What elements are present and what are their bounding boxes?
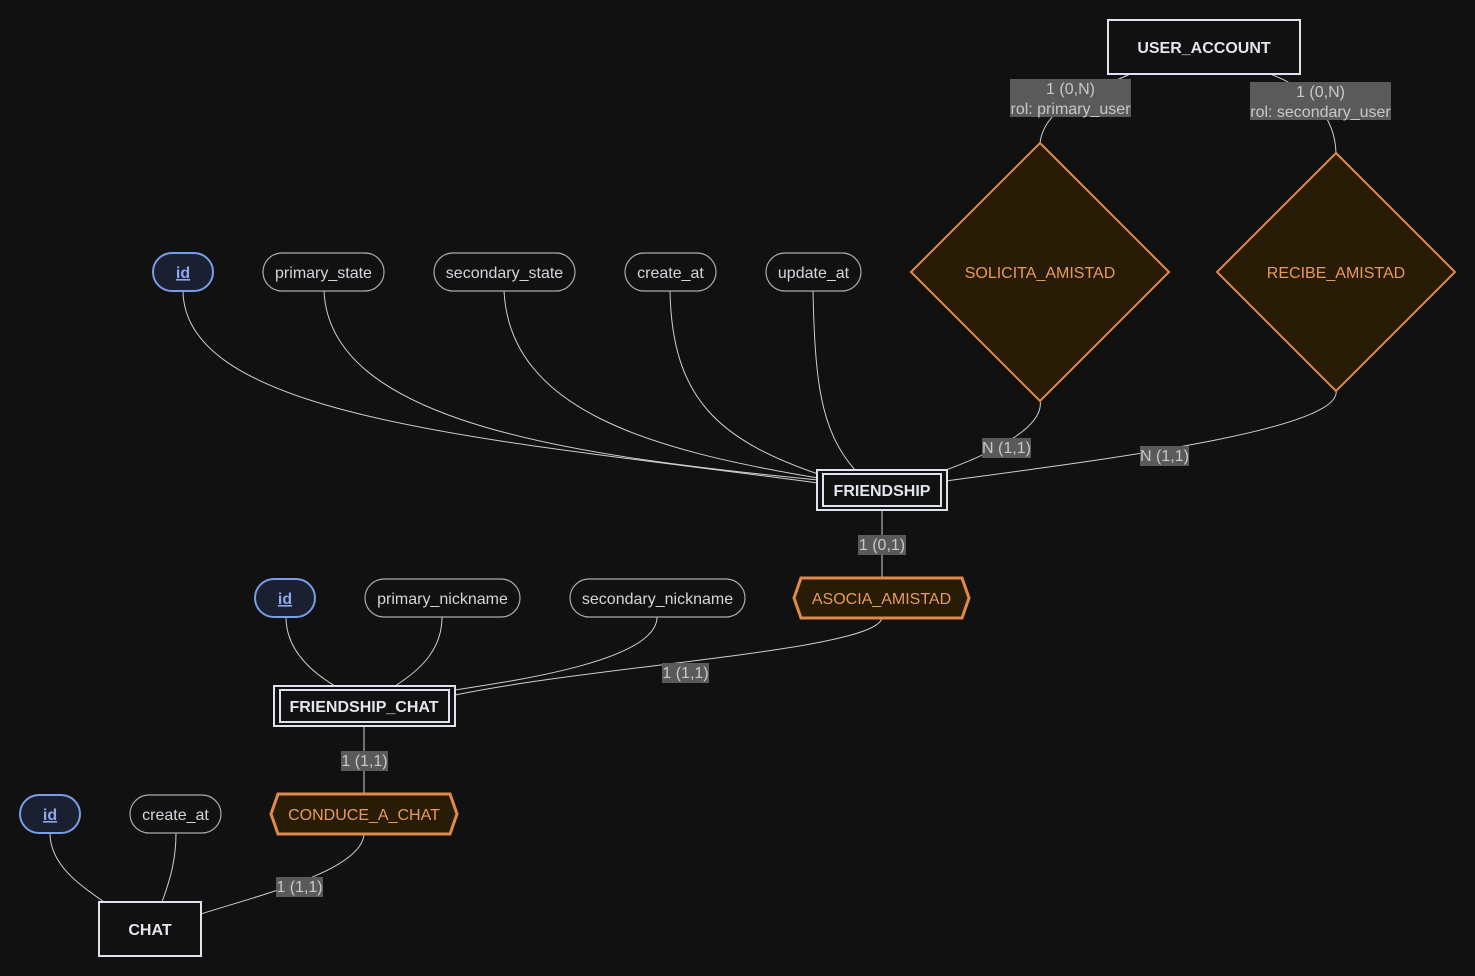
attr-friendship-secondary-state[interactable]: secondary_state <box>433 252 576 292</box>
edge-asocia-fchat <box>454 616 883 696</box>
edge-friendship-secondary-state <box>503 290 819 479</box>
edge-recibe-friendship <box>945 389 1337 482</box>
attr-chat-create-at[interactable]: create_at <box>129 794 222 834</box>
rel-asocia-amistad[interactable]: ASOCIA_AMISTAD <box>792 576 971 620</box>
attr-friendship-secondary-state-label: secondary_state <box>446 265 564 282</box>
edge-fchat-id <box>285 616 336 687</box>
edge-label-asocia-fchat: 1 (1,1) <box>662 663 709 683</box>
edge-label-conduce-chat: 1 (1,1) <box>276 877 323 897</box>
edge-friendship-id <box>182 290 819 484</box>
rel-conduce-a-chat[interactable]: CONDUCE_A_CHAT <box>269 792 459 836</box>
edge-label-user-recibe-role: rol: secondary_user <box>1250 104 1391 121</box>
edge-label-solicita-friendship-text: N (1,1) <box>982 440 1031 457</box>
edge-label-conduce-chat-text: 1 (1,1) <box>276 879 322 896</box>
edge-solicita-friendship <box>945 399 1041 471</box>
attr-friendship-chat-secondary-nickname-label: secondary_nickname <box>582 591 733 608</box>
attr-friendship-chat-id[interactable]: id <box>254 578 316 618</box>
attr-friendship-chat-primary-nickname[interactable]: primary_nickname <box>364 578 521 618</box>
edge-label-friendship-asocia-text: 1 (0,1) <box>859 537 905 554</box>
edge-label-fchat-conduce-text: 1 (1,1) <box>341 753 387 770</box>
edge-label-user-solicita-role: rol: primary_user <box>1010 101 1131 118</box>
attr-friendship-primary-state[interactable]: primary_state <box>262 252 385 292</box>
edge-label-user-solicita: 1 (0,N) rol: primary_user <box>1010 79 1131 118</box>
attr-chat-id-label: id <box>43 807 57 824</box>
attr-friendship-chat-id-label: id <box>278 591 292 608</box>
edge-conduce-chat <box>200 832 365 915</box>
rel-solicita-amistad[interactable]: SOLICITA_AMISTAD <box>909 141 1171 403</box>
entity-friendship-chat[interactable]: FRIENDSHIP_CHAT <box>273 685 456 727</box>
edge-label-asocia-fchat-text: 1 (1,1) <box>662 665 708 682</box>
edges <box>49 73 1337 915</box>
edge-label-solicita-friendship: N (1,1) <box>982 438 1031 458</box>
attr-friendship-id-label: id <box>176 265 190 282</box>
entity-chat[interactable]: CHAT <box>98 901 202 957</box>
rel-conduce-a-chat-label: CONDUCE_A_CHAT <box>288 807 440 824</box>
attr-friendship-update-at[interactable]: update_at <box>765 252 862 292</box>
attr-friendship-primary-state-label: primary_state <box>275 265 372 282</box>
entity-friendship[interactable]: FRIENDSHIP <box>816 469 948 511</box>
edge-friendship-create-at <box>669 290 819 475</box>
edge-chat-id <box>49 832 105 903</box>
edge-friendship-primary-state <box>323 290 819 481</box>
edge-label-user-recibe-card: 1 (0,N) <box>1296 84 1345 101</box>
attr-friendship-chat-primary-nickname-label: primary_nickname <box>377 591 508 608</box>
attr-friendship-create-at[interactable]: create_at <box>624 252 717 292</box>
entity-user-account-label: USER_ACCOUNT <box>1137 40 1271 57</box>
edge-label-recibe-friendship: N (1,1) <box>1140 446 1189 466</box>
entity-user-account[interactable]: USER_ACCOUNT <box>1107 19 1301 75</box>
rel-solicita-amistad-label: SOLICITA_AMISTAD <box>965 265 1116 282</box>
edge-label-user-solicita-card: 1 (0,N) <box>1046 81 1095 98</box>
edge-label-fchat-conduce: 1 (1,1) <box>341 751 388 771</box>
rel-asocia-amistad-label: ASOCIA_AMISTAD <box>812 591 951 608</box>
edge-friendship-update-at <box>812 290 856 471</box>
edge-label-recibe-friendship-text: N (1,1) <box>1140 448 1189 465</box>
attr-friendship-id[interactable]: id <box>152 252 214 292</box>
rel-recibe-amistad[interactable]: RECIBE_AMISTAD <box>1215 151 1457 393</box>
edge-fchat-secondary-nickname <box>454 616 658 691</box>
edge-chat-create-at <box>161 832 177 903</box>
edge-label-user-recibe: 1 (0,N) rol: secondary_user <box>1250 82 1391 121</box>
edge-label-friendship-asocia: 1 (0,1) <box>858 535 906 555</box>
entity-friendship-label: FRIENDSHIP <box>834 483 931 500</box>
edge-fchat-primary-nickname <box>394 616 443 687</box>
rel-recibe-amistad-label: RECIBE_AMISTAD <box>1267 265 1405 282</box>
attr-chat-create-at-label: create_at <box>142 807 209 824</box>
attr-friendship-chat-secondary-nickname[interactable]: secondary_nickname <box>569 578 746 618</box>
entity-friendship-chat-label: FRIENDSHIP_CHAT <box>289 699 438 716</box>
entity-chat-label: CHAT <box>128 922 171 939</box>
attr-friendship-create-at-label: create_at <box>637 265 704 282</box>
attr-friendship-update-at-label: update_at <box>778 265 850 282</box>
attr-chat-id[interactable]: id <box>19 794 81 834</box>
